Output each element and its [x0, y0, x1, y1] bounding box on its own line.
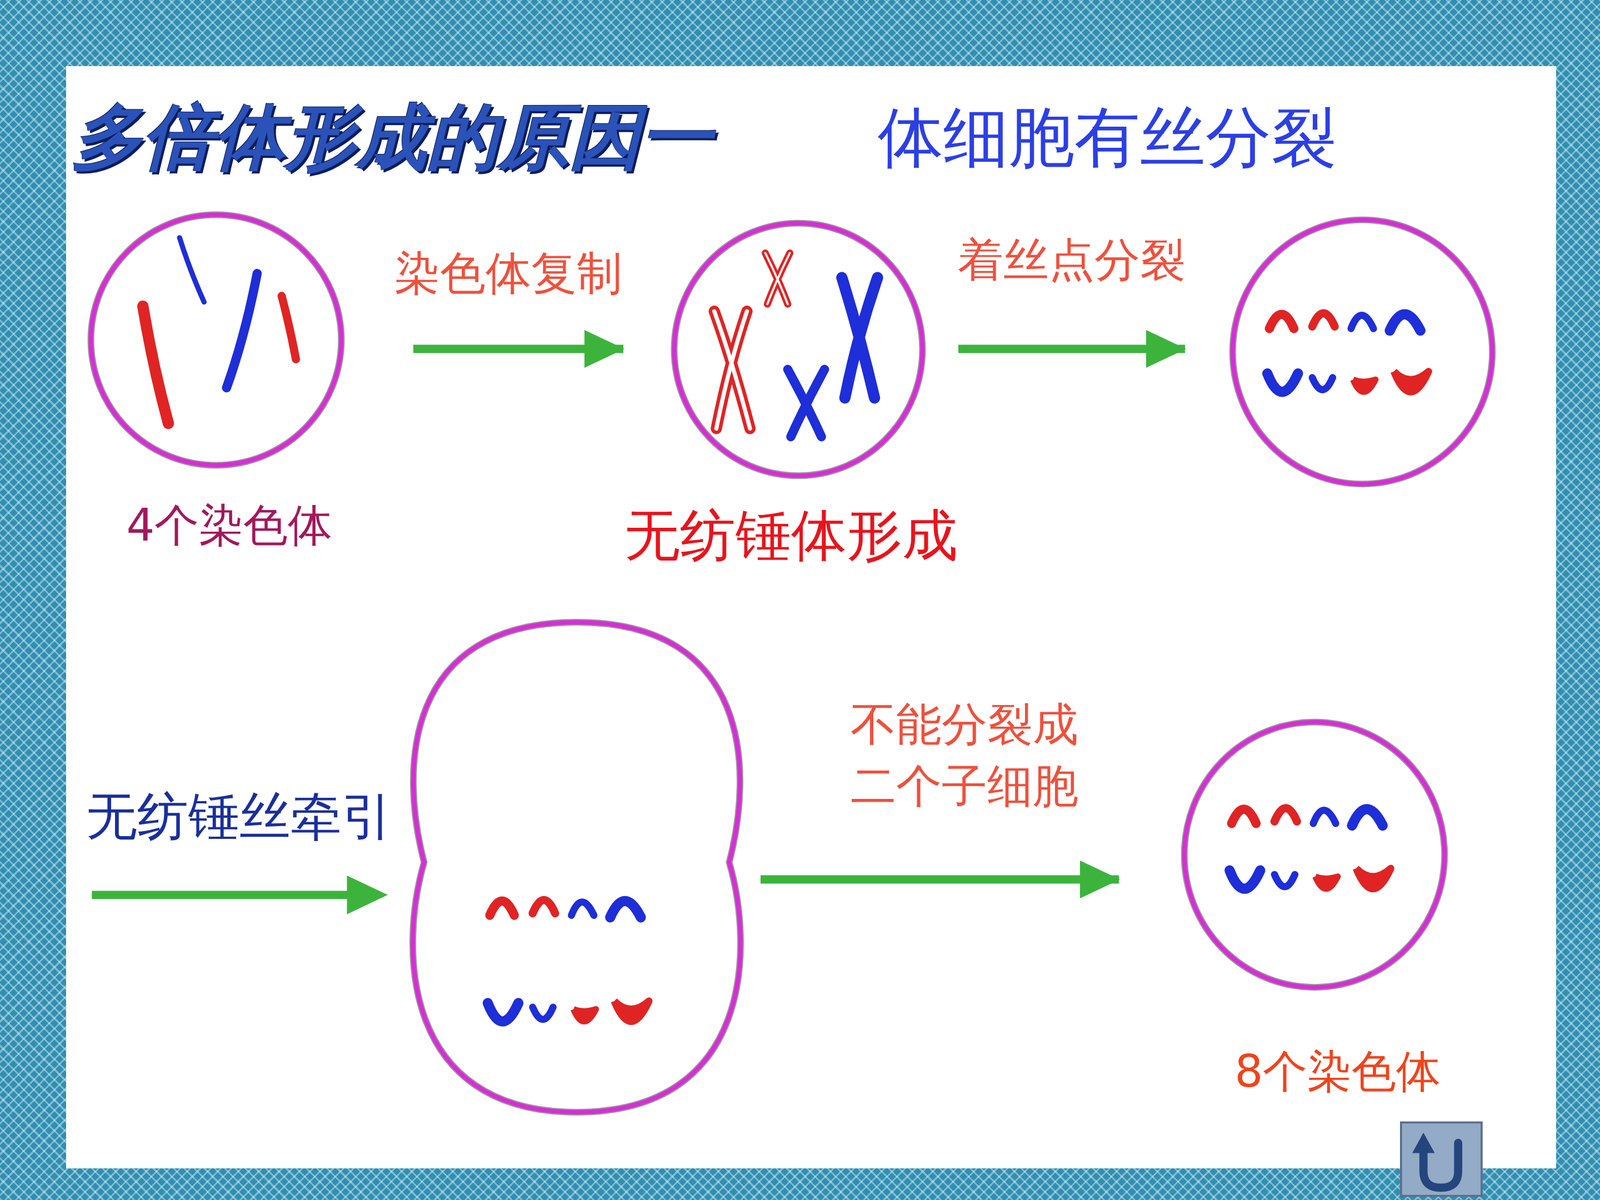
- cell-circle: 无纺锤体形成: [671, 220, 925, 479]
- cell-membrane: [412, 622, 741, 1113]
- cell-membrane: [1232, 220, 1493, 484]
- chromosome: [714, 311, 750, 429]
- chromosome: [226, 273, 258, 388]
- chromosome: [787, 369, 825, 437]
- chromosome: [765, 253, 790, 305]
- cell-membrane: [91, 215, 342, 466]
- chromosome: [142, 306, 169, 424]
- arrow-label: 染色体复制: [377, 242, 639, 305]
- cell-membrane: [674, 223, 923, 477]
- chromosome-row: [490, 900, 642, 918]
- chromosome-row: [487, 1001, 649, 1022]
- cell-circle: 8个染色体: [1181, 719, 1448, 990]
- chromosome: [765, 253, 790, 305]
- step-label: 无纺锤丝牵引: [86, 786, 393, 848]
- cell-outline: [88, 212, 344, 468]
- process-arrow: [91, 890, 352, 899]
- cell-outline: [1230, 217, 1495, 487]
- chromosome-row: [1229, 868, 1391, 889]
- slide-panel: [66, 66, 1557, 1169]
- slide-subtitle: 体细胞有丝分裂: [877, 98, 1337, 178]
- cell-caption: 4个染色体: [126, 498, 333, 553]
- chromosome: [714, 311, 750, 429]
- cell-membrane: [674, 223, 923, 477]
- cell-membrane: [1232, 220, 1493, 484]
- slide-title: 多倍体形成的原因一: [71, 90, 712, 187]
- chromosome: [179, 237, 204, 303]
- chromosome: [841, 277, 878, 399]
- process-arrow: [413, 345, 624, 354]
- cell-membrane: [412, 622, 741, 1113]
- cell-membrane: [1184, 722, 1445, 988]
- chromosome: [281, 296, 297, 360]
- return-icon: [1423, 1142, 1458, 1188]
- cell-outline: [403, 622, 750, 1113]
- cell-outline: [1181, 719, 1448, 990]
- process-arrow: [760, 875, 1119, 884]
- cell-outline: [671, 220, 925, 479]
- chromosome-row: [1267, 371, 1429, 393]
- dividing-cell: [403, 622, 750, 1113]
- arrow-head: [346, 875, 388, 915]
- arrow-label: 着丝点分裂: [941, 229, 1203, 292]
- return-button: [1401, 1122, 1482, 1196]
- cell-circle: [1230, 217, 1495, 487]
- cell-caption: 无纺锤体形成: [624, 502, 958, 569]
- arrow-label: 不能分裂成 二个子细胞: [833, 693, 1095, 817]
- process-arrow: [958, 345, 1185, 354]
- cell-caption: 8个染色体: [1235, 1045, 1442, 1099]
- chromosome-row: [1269, 313, 1421, 331]
- cell-circle: 4个染色体: [88, 212, 344, 468]
- chromosome-group: [714, 253, 878, 438]
- cell-membrane: [1184, 722, 1445, 988]
- chromosome-group: [142, 237, 297, 424]
- chromosome-row: [1231, 808, 1383, 826]
- return-icon: [1412, 1132, 1435, 1154]
- cell-membrane: [91, 215, 342, 466]
